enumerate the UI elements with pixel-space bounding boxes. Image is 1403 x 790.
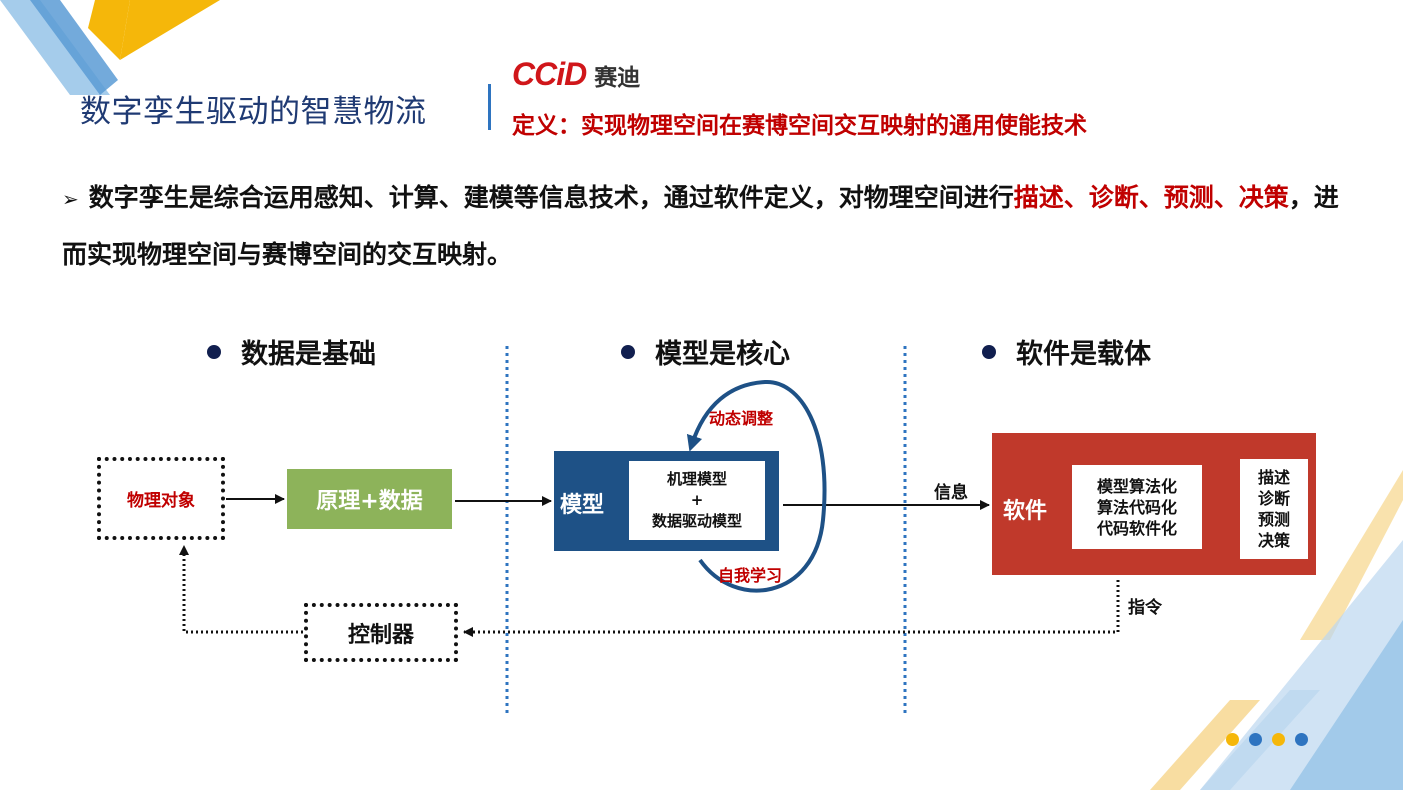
column-heading-text: 数据是基础 — [241, 339, 376, 370]
software-label: 软件 — [1003, 499, 1048, 524]
self-learning-label: 自我学习 — [718, 566, 783, 585]
brand: CCiD 赛迪 — [512, 56, 640, 93]
model-inner-box: 机理模型 + 数据驱动模型 — [629, 461, 765, 540]
principle-data-box: 原理+数据 — [287, 469, 452, 529]
definition-text: 定义：实现物理空间在赛博空间交互映射的通用使能技术 — [512, 113, 1087, 139]
decorative-dots — [1226, 733, 1308, 746]
brand-name: 赛迪 — [594, 64, 641, 91]
main-text-part1: 数字孪生是综合运用感知、计算、建模等信息技术，通过软件定义，对物理空间进行 — [88, 183, 1014, 212]
software-outputs-box: 描述 诊断 预测 决策 — [1240, 459, 1308, 559]
software-steps-box: 模型算法化 算法代码化 代码软件化 — [1072, 465, 1202, 549]
bullet-dot-icon — [207, 345, 221, 359]
model-label: 模型 — [560, 493, 605, 518]
column-heading-data: 数据是基础 — [207, 332, 376, 371]
decorative-dot — [1226, 733, 1239, 746]
controller-box: 控制器 — [304, 603, 458, 662]
feedback-control-line — [179, 545, 303, 634]
column-heading-software: 软件是载体 — [982, 332, 1151, 371]
model-inner-line: + — [690, 491, 704, 509]
software-output: 预测 — [1257, 510, 1290, 529]
main-paragraph: ➢ 数字孪生是综合运用感知、计算、建模等信息技术，通过软件定义，对物理空间进行描述… — [62, 170, 1362, 283]
software-step: 模型算法化 — [1096, 476, 1177, 496]
software-step: 算法代码化 — [1096, 497, 1177, 517]
software-output: 描述 — [1257, 468, 1290, 487]
software-output: 决策 — [1257, 531, 1290, 550]
model-loop-arc — [686, 379, 827, 593]
title-divider — [488, 84, 491, 130]
info-label: 信息 — [934, 483, 968, 503]
dynamic-adjust-label: 动态调整 — [709, 409, 774, 428]
model-inner-line: 机理模型 — [666, 470, 727, 488]
column-heading-text: 软件是载体 — [1016, 339, 1151, 370]
decorative-dot — [1249, 733, 1262, 746]
bullet-dot-icon — [621, 345, 635, 359]
main-text-part2: ，进而实现物理空间与赛博空间的交互映射。 — [62, 183, 1339, 269]
bullet-arrow-icon: ➢ — [62, 187, 79, 211]
column-heading-text: 模型是核心 — [655, 339, 790, 370]
bullet-dot-icon — [982, 345, 996, 359]
command-label: 指令 — [1128, 598, 1162, 618]
column-heading-model: 模型是核心 — [621, 332, 790, 371]
main-text-highlight: 描述、诊断、预测、决策 — [1013, 183, 1289, 212]
feedback-command-line — [463, 580, 1120, 637]
software-output: 诊断 — [1257, 489, 1290, 508]
decorative-dot — [1272, 733, 1285, 746]
decorative-dot — [1295, 733, 1308, 746]
model-inner-line: 数据驱动模型 — [651, 512, 742, 530]
software-step: 代码软件化 — [1096, 518, 1177, 538]
physical-object-box: 物理对象 — [97, 457, 225, 540]
page-title: 数字孪生驱动的智慧物流 — [80, 94, 427, 130]
brand-logo: CCiD — [512, 56, 587, 92]
